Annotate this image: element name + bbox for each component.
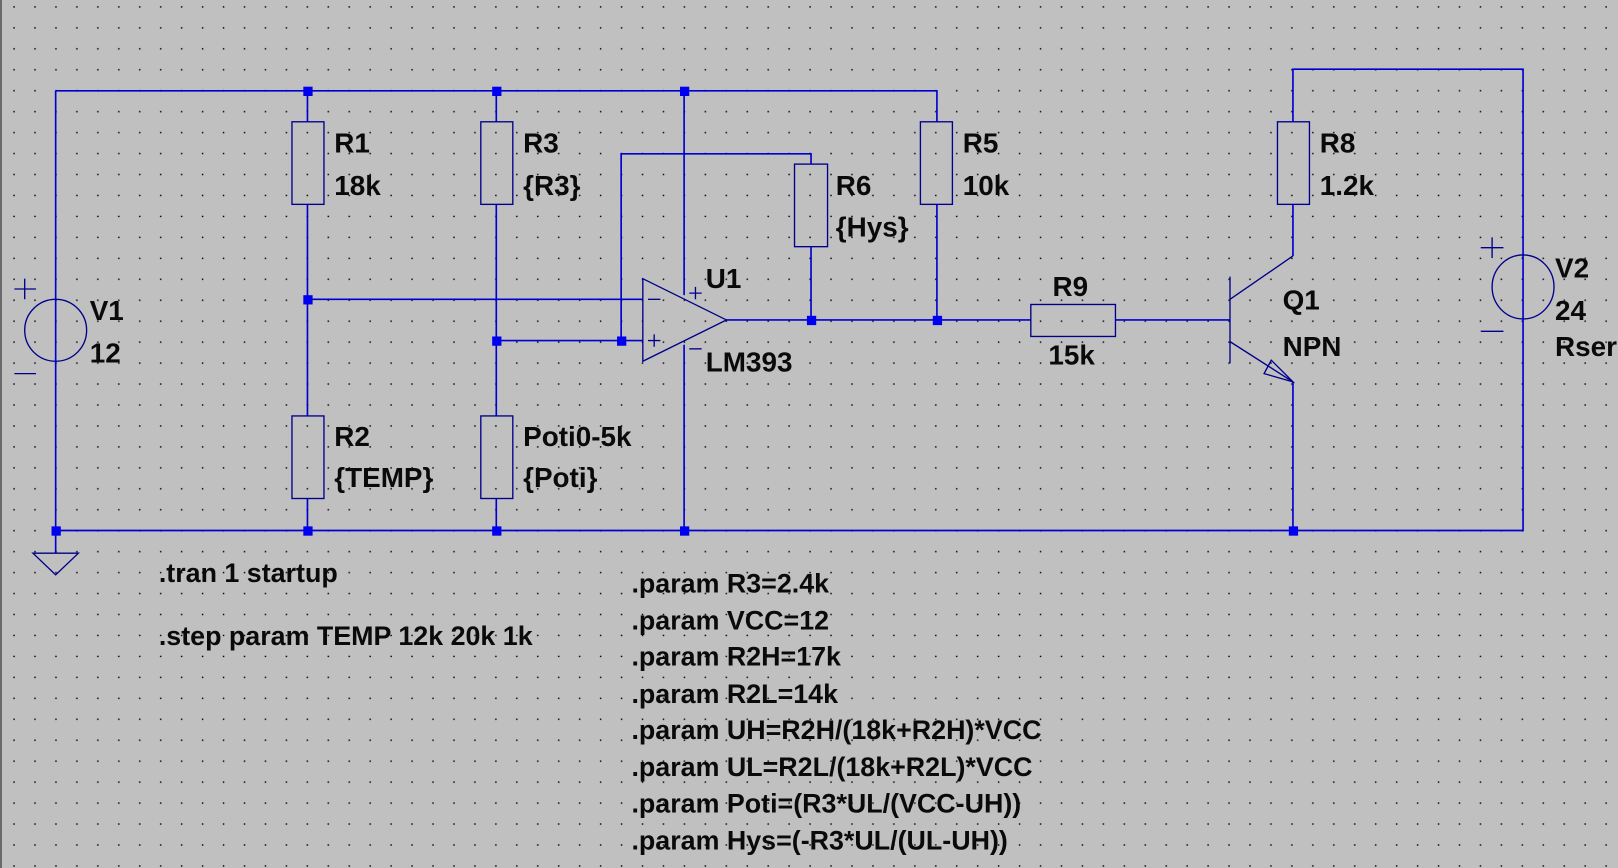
resistor-r6[interactable]: R6 {Hys}	[793, 163, 909, 248]
param-directive[interactable]: .param R2H=17k	[631, 642, 841, 672]
junction-node	[492, 336, 502, 346]
r9-value: 15k	[1048, 339, 1095, 370]
v2-name: V2	[1555, 253, 1589, 284]
param-directive[interactable]: .param VCC=12	[631, 606, 829, 636]
resistor-body	[291, 415, 325, 500]
v2-value: 24	[1555, 295, 1586, 326]
param-directive[interactable]: .param R2L=14k	[631, 679, 838, 709]
r3-value: {R3}	[523, 170, 580, 201]
r6-value: {Hys}	[836, 211, 909, 242]
wire-v2-loop[interactable]	[1292, 68, 1524, 532]
resistor-body	[480, 121, 514, 206]
junction-node	[492, 86, 502, 96]
emitter-arrow-icon	[1263, 359, 1296, 384]
comparator-u1[interactable]: U1 LM393	[642, 263, 793, 378]
supply-plus-icon	[689, 286, 702, 300]
junction-node	[51, 526, 61, 536]
q1-value: NPN	[1283, 331, 1342, 362]
plus-icon	[14, 278, 37, 300]
v2-rser: Rser	[1555, 331, 1617, 362]
junction-node	[679, 526, 690, 536]
u1-name: U1	[706, 263, 742, 294]
junction-node	[679, 86, 690, 96]
transistor-emitter	[1229, 341, 1294, 383]
junction-node	[1288, 526, 1299, 536]
r1-value: 18k	[334, 170, 381, 201]
r1-name: R1	[334, 128, 370, 159]
resistor-r2[interactable]: R2 {TEMP}	[291, 415, 434, 500]
wire-feedback[interactable]	[620, 152, 812, 341]
u1-value: LM393	[706, 347, 793, 378]
resistor-body	[480, 415, 514, 500]
junction-node	[932, 315, 943, 326]
resistor-body	[1276, 121, 1311, 206]
junction-node	[806, 315, 817, 326]
spice-directives[interactable]: .tran 1 startup .step param TEMP 12k 20k…	[159, 558, 1042, 855]
resistor-body	[793, 163, 829, 248]
r5-name: R5	[963, 128, 999, 159]
npn-transistor-q1[interactable]: Q1 NPN	[1229, 255, 1342, 384]
junction-node	[617, 336, 627, 346]
r9-name: R9	[1053, 271, 1089, 302]
voltage-source-v1[interactable]: V1 12	[14, 278, 124, 375]
junction-node	[303, 295, 313, 305]
param-directive[interactable]: .param UL=R2L/(18k+R2L)*VCC	[631, 752, 1032, 782]
resistor-r3[interactable]: R3 {R3}	[480, 121, 581, 206]
tran-directive[interactable]: .tran 1 startup	[159, 558, 338, 588]
voltage-source-circle	[1491, 254, 1555, 320]
comparator-triangle	[642, 277, 728, 363]
resistor-body	[291, 121, 325, 206]
param-directive[interactable]: .param UH=R2H/(18k+R2H)*VCC	[631, 715, 1041, 745]
resistor-r9[interactable]: R9 15k	[1030, 271, 1117, 370]
ground-symbol[interactable]	[31, 552, 81, 576]
resistor-poti[interactable]: Poti0-5k {Poti}	[480, 415, 632, 500]
resistor-r5[interactable]: R5 10k	[919, 121, 1010, 206]
plus-icon	[1480, 237, 1504, 259]
step-directive[interactable]: .step param TEMP 12k 20k 1k	[159, 621, 533, 651]
r8-value: 1.2k	[1320, 170, 1375, 201]
param-directive[interactable]: .param Poti=(R3*UL/(VCC-UH))	[631, 788, 1021, 818]
resistor-body	[1030, 303, 1117, 338]
wire-top-rail[interactable]	[55, 89, 938, 122]
resistor-body	[919, 121, 954, 206]
voltage-source-v2[interactable]: V2 24 Rser	[1480, 237, 1617, 362]
poti-value: {Poti}	[523, 462, 597, 493]
resistor-r8[interactable]: R8 1.2k	[1276, 121, 1375, 206]
v1-name: V1	[90, 295, 124, 326]
param-directive[interactable]: .param R3=2.4k	[631, 568, 829, 598]
transistor-collector	[1229, 255, 1294, 300]
junction-nodes	[51, 86, 1299, 536]
r6-name: R6	[836, 170, 872, 201]
poti-name: Poti0-5k	[523, 421, 632, 452]
v1-value: 12	[90, 337, 121, 368]
r2-name: R2	[334, 421, 370, 452]
junction-node	[303, 526, 313, 536]
junction-node	[492, 526, 502, 536]
r3-name: R3	[523, 128, 559, 159]
q1-name: Q1	[1283, 285, 1320, 316]
resistor-r1[interactable]: R1 18k	[291, 121, 381, 206]
noninverting-input-plus-icon	[647, 334, 661, 347]
r8-name: R8	[1320, 128, 1356, 159]
param-directive[interactable]: .param Hys=(-R3*UL/(UL-UH))	[631, 825, 1007, 855]
r2-value: {TEMP}	[334, 462, 433, 493]
r5-value: 10k	[963, 170, 1010, 201]
junction-node	[303, 86, 313, 96]
